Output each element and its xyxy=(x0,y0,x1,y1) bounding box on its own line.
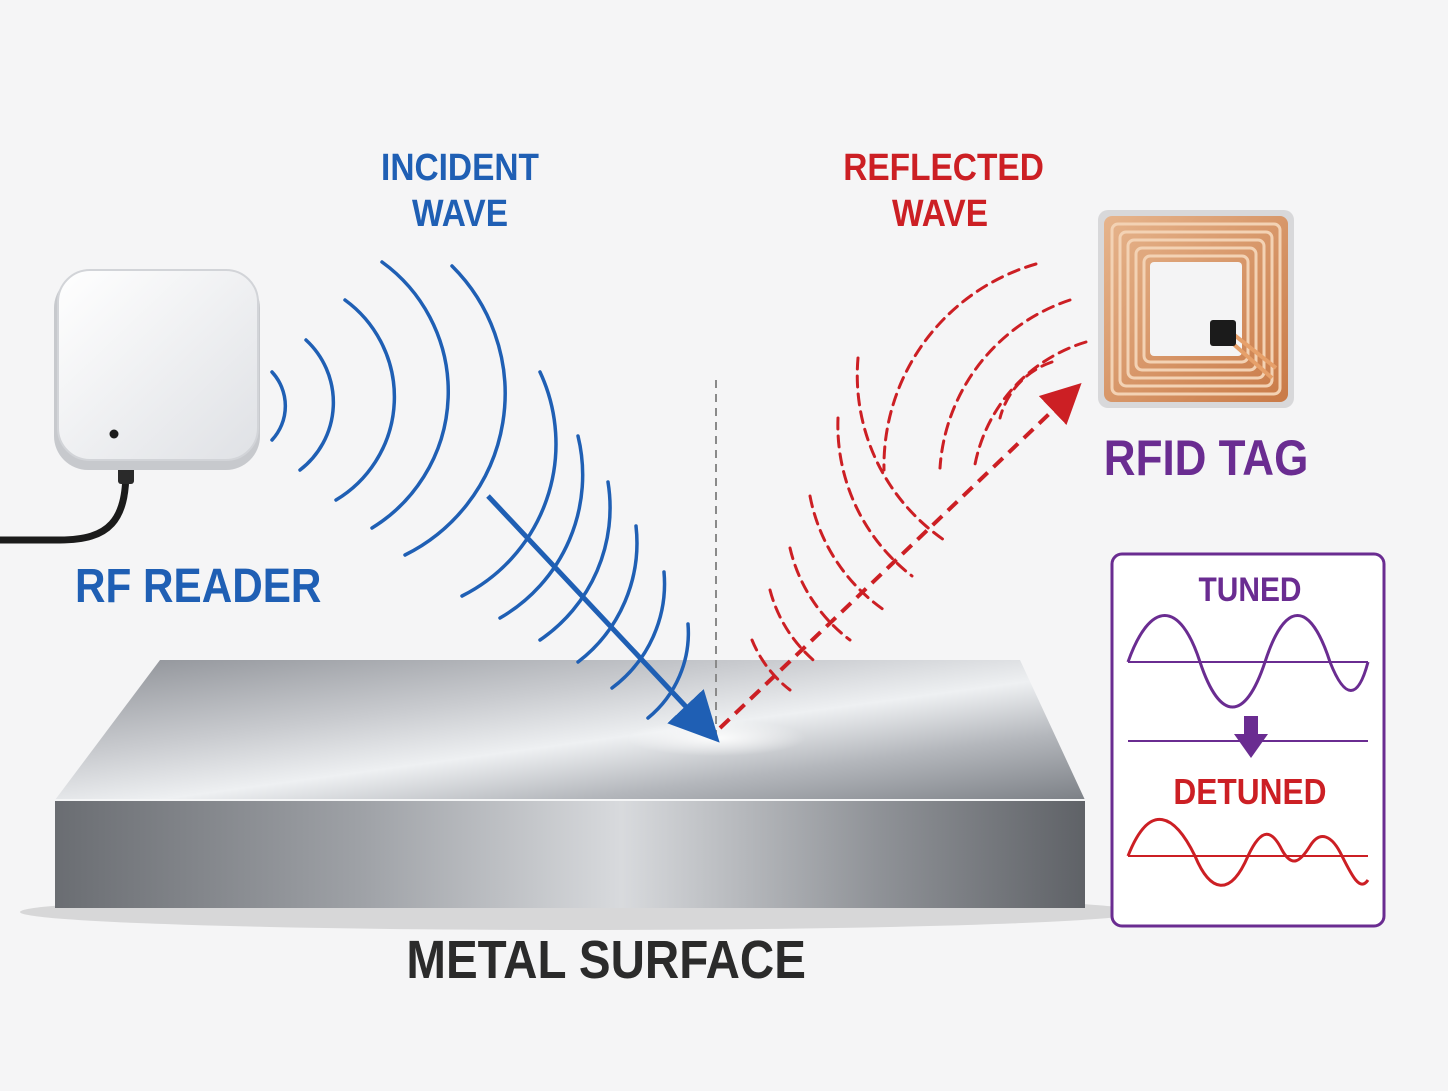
metal-surface-label: METAL SURFACE xyxy=(406,930,806,990)
detuned-label: DETUNED xyxy=(1173,771,1327,812)
tuning-inset xyxy=(1110,552,1386,928)
incident-wave-label-line1: INCIDENT xyxy=(381,147,539,189)
detuned-wave xyxy=(1126,818,1370,887)
rfid-tag-coil-icon xyxy=(1098,210,1294,408)
tuned-label: TUNED xyxy=(1198,571,1302,609)
incident-arrow xyxy=(486,494,720,743)
reflected-wavefronts xyxy=(750,262,1088,692)
rfid-tag-label: RFID TAG xyxy=(1103,430,1309,486)
reflected-arrow xyxy=(718,382,1082,730)
incident-wave-label-line2: WAVE xyxy=(411,192,509,235)
rf-reader-label: RF READER xyxy=(75,560,322,613)
reflected-wave-label: REFLECTED WAVE xyxy=(843,146,1044,237)
incident-wave-label: INCIDENT WAVE xyxy=(372,146,548,237)
reflected-wave-label-line1: REFLECTED xyxy=(843,147,1044,189)
rf-reader-device-icon xyxy=(0,269,260,544)
incident-wavefronts xyxy=(270,260,691,720)
metal-slab xyxy=(20,660,1140,930)
reflected-wave-label-line2: WAVE xyxy=(891,192,989,235)
arrow-down-icon xyxy=(1234,716,1268,758)
tuned-wave xyxy=(1126,614,1370,709)
